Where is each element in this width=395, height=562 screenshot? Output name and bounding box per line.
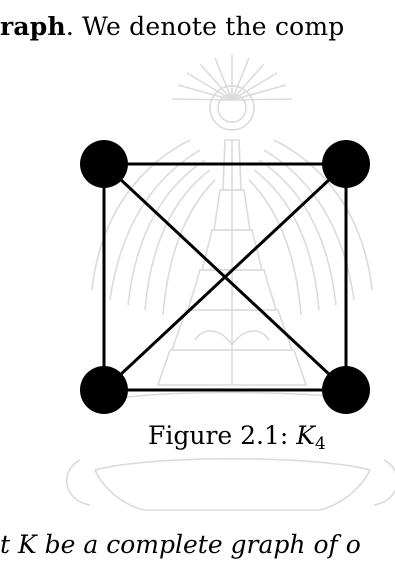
graph-edges xyxy=(104,164,346,390)
next-paragraph-fragment: t K be a complete graph of o xyxy=(0,530,361,559)
caption-label: Figure 2.1: xyxy=(148,421,288,450)
vertex-top-left xyxy=(80,140,128,188)
vertex-bottom-right xyxy=(322,366,370,414)
vertex-bottom-left xyxy=(80,366,128,414)
vertex-top-right xyxy=(322,140,370,188)
caption-subscript: 4 xyxy=(315,434,326,454)
figure-caption: Figure 2.1: K4 xyxy=(148,421,326,454)
caption-symbol: K xyxy=(296,421,315,450)
